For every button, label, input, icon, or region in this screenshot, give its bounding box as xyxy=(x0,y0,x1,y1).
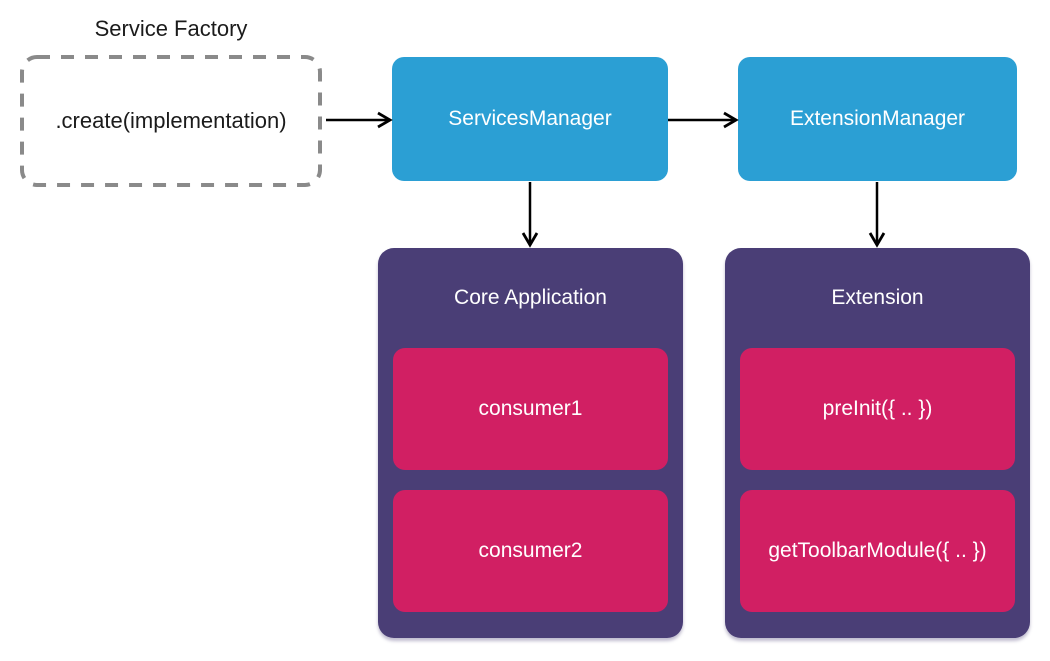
extension-manager-node: ExtensionManager xyxy=(738,57,1017,181)
extension-node: Extension preInit({ .. }) getToolbarModu… xyxy=(725,248,1030,638)
gettoolbarmodule-item: getToolbarModule({ .. }) xyxy=(740,490,1015,612)
extension-manager-label: ExtensionManager xyxy=(789,107,966,130)
dashed-border xyxy=(20,55,322,187)
consumer2-item: consumer2 xyxy=(393,490,668,612)
create-method-text: .create(implementation) xyxy=(55,108,287,133)
arrow-factory-to-services-manager xyxy=(326,111,393,129)
core-application-node: Core Application consumer1 consumer2 xyxy=(378,248,683,638)
service-factory-box: .create(implementation) xyxy=(20,55,322,187)
arrow-extension-manager-to-extension xyxy=(868,182,886,248)
preinit-item: preInit({ .. }) xyxy=(740,348,1015,470)
services-manager-node: ServicesManager xyxy=(392,57,668,181)
arrow-services-manager-to-core-application xyxy=(521,182,539,248)
arrow-services-manager-to-extension-manager xyxy=(668,111,739,129)
consumer1-item: consumer1 xyxy=(393,348,668,470)
core-application-title: Core Application xyxy=(454,286,607,309)
service-factory-label: Service Factory xyxy=(94,16,248,41)
services-manager-label: ServicesManager xyxy=(448,107,612,130)
extension-title: Extension xyxy=(831,286,924,309)
